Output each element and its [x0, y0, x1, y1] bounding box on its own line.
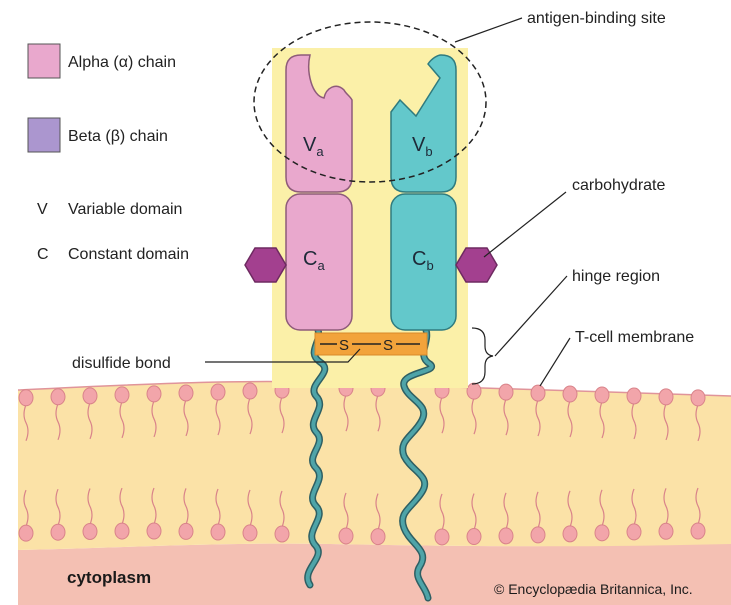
lipid-head: [627, 388, 641, 404]
lipid-head: [83, 388, 97, 404]
sulfur-left: S: [339, 337, 349, 354]
lipid-head: [659, 523, 673, 539]
copyright-text: © Encyclopædia Britannica, Inc.: [494, 581, 693, 597]
carbohydrate-left: [245, 248, 286, 282]
lipid-head: [467, 383, 481, 399]
lipid-head: [595, 525, 609, 541]
lipid-head: [179, 523, 193, 539]
membrane-leader: [540, 338, 570, 386]
alpha-chain-swatch: [28, 44, 60, 78]
constant-letter: C: [37, 246, 49, 263]
alpha-chain-label: Alpha (α) chain: [68, 54, 176, 71]
cytoplasm-label: cytoplasm: [67, 568, 151, 587]
beta-chain-swatch: [28, 118, 60, 152]
lipid-head: [179, 385, 193, 401]
lipid-head: [51, 389, 65, 405]
constant-domain-label: Constant domain: [68, 246, 189, 263]
antigen-site-leader: [455, 18, 522, 42]
sulfur-right: S: [383, 337, 393, 354]
lipid-head: [595, 387, 609, 403]
lipid-head: [147, 386, 161, 402]
lipid-head: [339, 528, 353, 544]
beta-chain-label: Beta (β) chain: [68, 128, 168, 145]
hinge-bracket: [472, 328, 493, 384]
disulfide-bond-label: disulfide bond: [72, 355, 171, 372]
lipid-head: [563, 386, 577, 402]
lipid-head: [499, 528, 513, 544]
carbohydrate-leader: [484, 192, 566, 257]
lipid-head: [691, 523, 705, 539]
lipid-head: [659, 389, 673, 405]
lipid-head: [563, 526, 577, 542]
lipid-head: [243, 525, 257, 541]
lipid-head: [499, 384, 513, 400]
lipid-head: [115, 523, 129, 539]
hinge-leader: [495, 276, 567, 356]
lipid-head: [435, 529, 449, 545]
antigen-binding-site-label: antigen-binding site: [527, 10, 666, 27]
lipid-head: [627, 524, 641, 540]
variable-domain-label: Variable domain: [68, 201, 182, 218]
hinge-region-label: hinge region: [572, 268, 660, 285]
lipid-head: [115, 387, 129, 403]
lipid-head: [19, 390, 33, 406]
lipid-head: [19, 525, 33, 541]
t-cell-membrane-label: T-cell membrane: [575, 329, 694, 346]
lipid-head: [243, 383, 257, 399]
lipid-head: [147, 523, 161, 539]
lipid-head: [467, 529, 481, 545]
carbohydrate-right: [456, 248, 497, 282]
lipid-head: [211, 524, 225, 540]
lipid-head: [531, 527, 545, 543]
lipid-head: [51, 524, 65, 540]
lipid-head: [371, 529, 385, 545]
carbohydrate-label: carbohydrate: [572, 177, 665, 194]
lipid-head: [531, 385, 545, 401]
lipid-head: [691, 390, 705, 406]
variable-letter: V: [37, 201, 48, 218]
lipid-head: [275, 526, 289, 542]
lipid-head: [83, 523, 97, 539]
lipid-head: [211, 384, 225, 400]
